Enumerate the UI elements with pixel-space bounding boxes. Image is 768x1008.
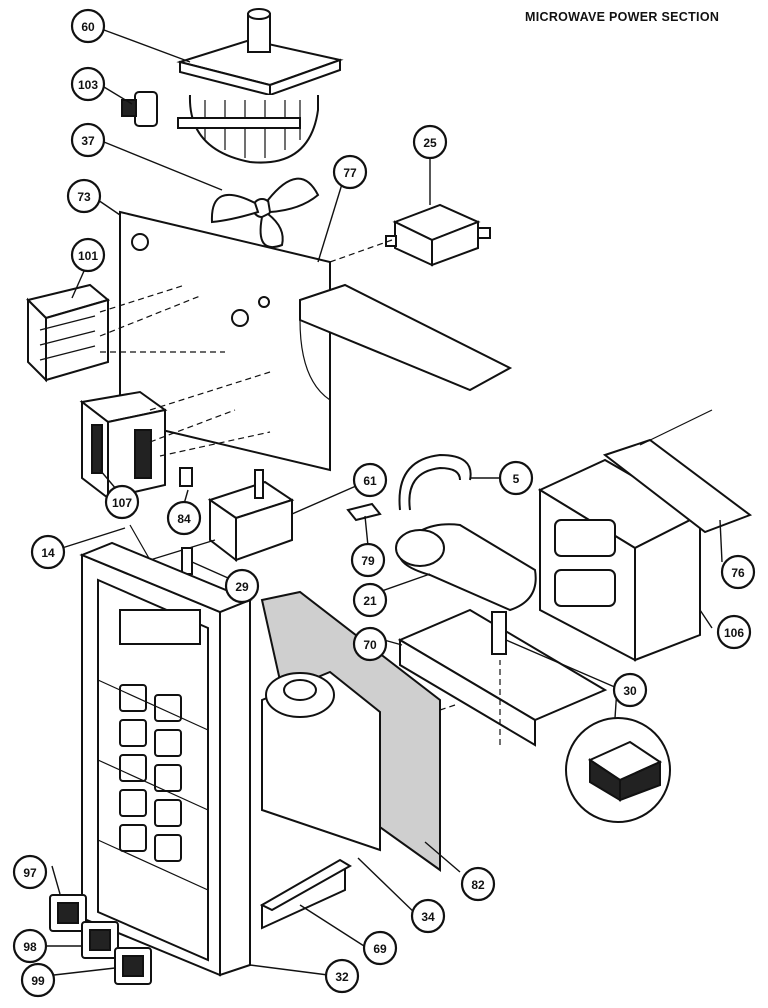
callout-73-label: 73 [77,190,91,204]
fuse-part [385,203,491,267]
capacitor-bracket-part [398,453,472,511]
callout-77: 77 [332,154,368,190]
callout-14: 14 [30,534,66,570]
callout-34-label: 34 [421,910,435,924]
callout-103: 103 [70,66,106,102]
callout-60: 60 [70,8,106,44]
callout-34: 34 [410,898,446,934]
callout-29: 29 [224,568,260,604]
callout-30-label: 30 [623,684,637,698]
callout-29-label: 29 [235,580,249,594]
callout-84: 84 [166,500,202,536]
callout-69: 69 [362,930,398,966]
callout-37: 37 [70,122,106,158]
magnetron-bracket-part [259,858,352,930]
callout-21: 21 [352,582,388,618]
callout-21-label: 21 [363,594,377,608]
callout-79: 79 [350,542,386,578]
leader-lines [44,29,723,976]
terminal-block-part [26,283,111,383]
push-switches-part [49,894,152,985]
callout-70: 70 [352,626,388,662]
callout-106-label: 106 [724,626,744,640]
callout-106: 106 [716,614,752,650]
callout-99: 99 [20,962,56,998]
fan-blade-part [210,177,320,248]
callout-14-label: 14 [41,546,55,560]
callout-25-label: 25 [423,136,437,150]
high-voltage-transformer-part [537,458,703,662]
fan-motor-part [176,8,344,164]
callout-101-label: 101 [78,249,98,263]
switch-assembly-part [129,467,295,575]
diode-part [346,502,382,522]
diagram-title: MICROWAVE POWER SECTION [525,10,720,24]
callout-70-label: 70 [363,638,377,652]
callout-101: 101 [70,237,106,273]
callout-37-label: 37 [81,134,95,148]
assembly-lines [99,239,501,745]
callout-98-label: 98 [23,940,37,954]
callout-76-label: 76 [731,566,745,580]
callout-5: 5 [498,460,534,496]
callout-103-label: 103 [78,78,98,92]
callout-97-label: 97 [23,866,37,880]
control-panel-part [79,541,253,977]
callout-61: 61 [352,462,388,498]
mounting-strip-part [602,409,753,534]
callout-73: 73 [66,178,102,214]
magnetron-part [260,590,441,872]
diode-plate-part [397,608,608,747]
detail-inset-part [565,717,671,823]
thermal-cutout-part [121,91,158,127]
back-panel-part [119,210,513,472]
callout-76: 76 [720,554,756,590]
callout-69-label: 69 [373,942,387,956]
callout-107: 107 [104,484,140,520]
callout-97: 97 [12,854,48,890]
callout-84-label: 84 [177,512,191,526]
callout-77-label: 77 [343,166,357,180]
callout-32-label: 32 [335,970,349,984]
callout-82: 82 [460,866,496,902]
callout-32: 32 [324,958,360,994]
callout-99-label: 99 [31,974,45,988]
callout-98: 98 [12,928,48,964]
callout-25: 25 [412,124,448,160]
callout-79-label: 79 [361,554,375,568]
high-voltage-capacitor-part [395,523,537,612]
callout-82-label: 82 [471,878,485,892]
low-voltage-transformer-part [79,390,168,501]
callout-60-label: 60 [81,20,95,34]
callout-30: 30 [612,672,648,708]
callout-5-label: 5 [513,472,520,486]
callout-61-label: 61 [363,474,377,488]
callout-107-label: 107 [112,496,132,510]
